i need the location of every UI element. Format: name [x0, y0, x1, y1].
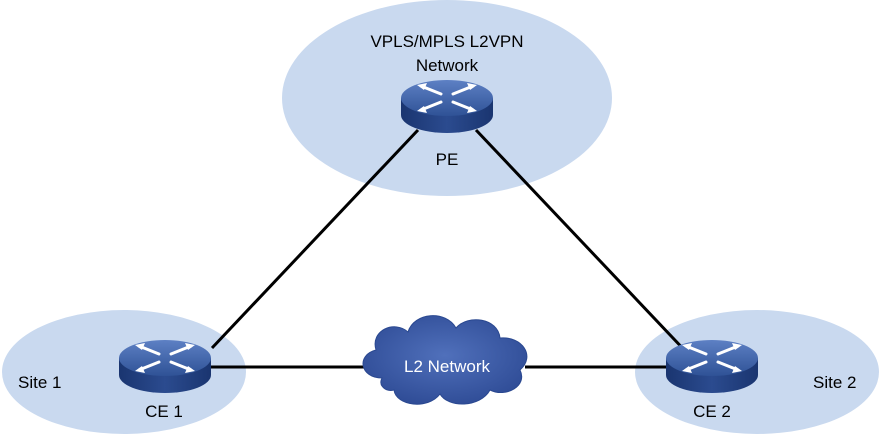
- cloud-icon: [362, 315, 528, 405]
- router-icon: [117, 338, 213, 395]
- site1-label: Site 1: [18, 373, 61, 392]
- pe-label: PE: [436, 150, 459, 169]
- ce1-label: CE 1: [145, 402, 183, 421]
- router-icon: [664, 338, 760, 395]
- network-title-line1: VPLS/MPLS L2VPN: [370, 32, 523, 51]
- link-pe-ce1: [210, 128, 420, 350]
- network-title-line2: Network: [416, 56, 479, 75]
- site2-label: Site 2: [813, 373, 856, 392]
- ce2-label: CE 2: [693, 402, 731, 421]
- router-icon: [399, 78, 495, 135]
- link-pe-ce2: [474, 128, 692, 358]
- cloud-label: L2 Network: [404, 357, 490, 376]
